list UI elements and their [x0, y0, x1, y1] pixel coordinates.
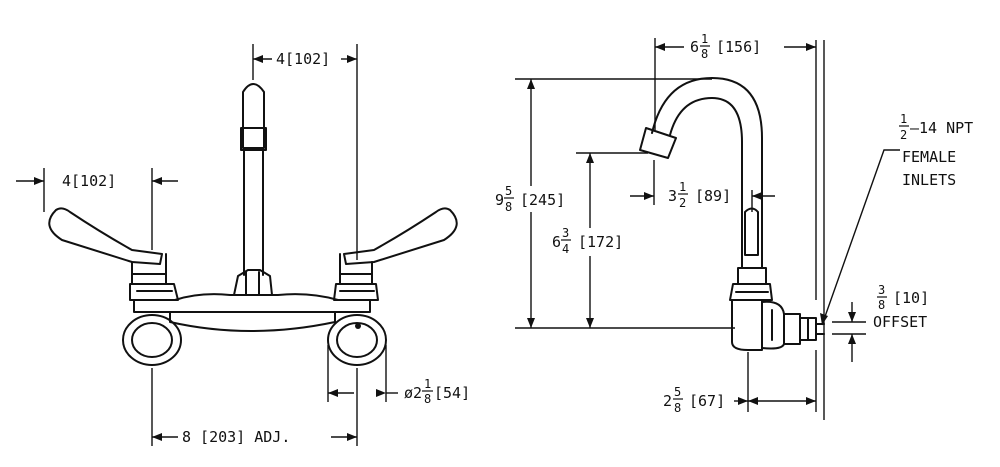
dim-body-den: 8	[674, 401, 681, 415]
dim-spout-offset-label: 4[102]	[276, 50, 330, 68]
dim-body-depth: 2 5 8 [67]	[663, 350, 817, 415]
dim-body-whole: 2	[663, 392, 672, 410]
dim-centers-label: 8 [203] ADJ.	[182, 428, 290, 446]
dim-flange-metric: [54]	[434, 384, 470, 402]
offset-metric: [10]	[893, 289, 929, 307]
front-spout	[233, 83, 273, 296]
dim-body-num: 5	[674, 385, 681, 399]
offset-note: 3 8 [10] OFFSET	[832, 283, 929, 362]
dim-spout-den: 2	[679, 196, 686, 210]
dim-height-whole: 9	[495, 191, 504, 209]
front-view: 4[102] 4[102] 8 [203] ADJ.	[16, 44, 470, 446]
side-gooseneck	[639, 77, 773, 301]
offset-label: OFFSET	[873, 313, 927, 331]
dim-height-den: 8	[505, 200, 512, 214]
dim-reach-whole: 6	[690, 38, 699, 56]
right-wrist-handle	[339, 207, 458, 285]
dim-outlet-metric: [172]	[578, 233, 623, 251]
dim-spout-metric: [89]	[695, 187, 731, 205]
dim-outlet-height: 6 3 4 [172]	[552, 152, 648, 328]
dim-body-metric: [67]	[689, 392, 725, 410]
dim-centers: 8 [203] ADJ.	[151, 368, 358, 446]
offset-num: 3	[878, 283, 885, 297]
dim-outlet-num: 3	[562, 226, 569, 240]
front-body	[129, 283, 379, 332]
dim-reach-metric: [156]	[716, 38, 761, 56]
dim-reach-num: 1	[701, 32, 708, 46]
dim-spout-reach: 3 1 2 [89]	[630, 160, 775, 212]
dim-overall-height: 9 5 8 [245]	[495, 78, 735, 329]
inlet-num: 1	[900, 112, 907, 126]
inlet-line1: –14 NPT	[910, 119, 973, 137]
dim-outlet-whole: 6	[552, 233, 561, 251]
offset-den: 8	[878, 298, 885, 312]
dim-spout-num: 1	[679, 180, 686, 194]
dim-spout-offset: 4[102]	[252, 44, 358, 260]
dim-flange-diameter: ø2 1 8 [54]	[327, 345, 470, 406]
dim-height-num: 5	[505, 184, 512, 198]
dim-outlet-den: 4	[562, 242, 569, 256]
dim-spout-whole: 3	[668, 187, 677, 205]
dim-flange-prefix: ø2	[404, 384, 422, 402]
dim-reach-den: 8	[701, 47, 708, 61]
dim-flange-den: 8	[424, 392, 431, 406]
inlet-note: 1 2 –14 NPT FEMALE INLETS	[820, 112, 973, 326]
dim-reach: 6 1 8 [156]	[654, 32, 817, 300]
dim-left-handle: 4[102]	[16, 168, 178, 250]
inlet-line2: FEMALE	[902, 148, 956, 166]
front-flanges	[122, 314, 387, 366]
side-body-inlet	[731, 299, 825, 351]
dim-flange-num: 1	[424, 377, 431, 391]
dim-left-handle-label: 4[102]	[62, 172, 116, 190]
inlet-den: 2	[900, 128, 907, 142]
side-view: 6 1 8 [156] 9 5 8 [245] 6	[495, 32, 973, 420]
left-wrist-handle	[48, 207, 167, 285]
dim-height-metric: [245]	[520, 191, 565, 209]
inlet-line3: INLETS	[902, 171, 956, 189]
